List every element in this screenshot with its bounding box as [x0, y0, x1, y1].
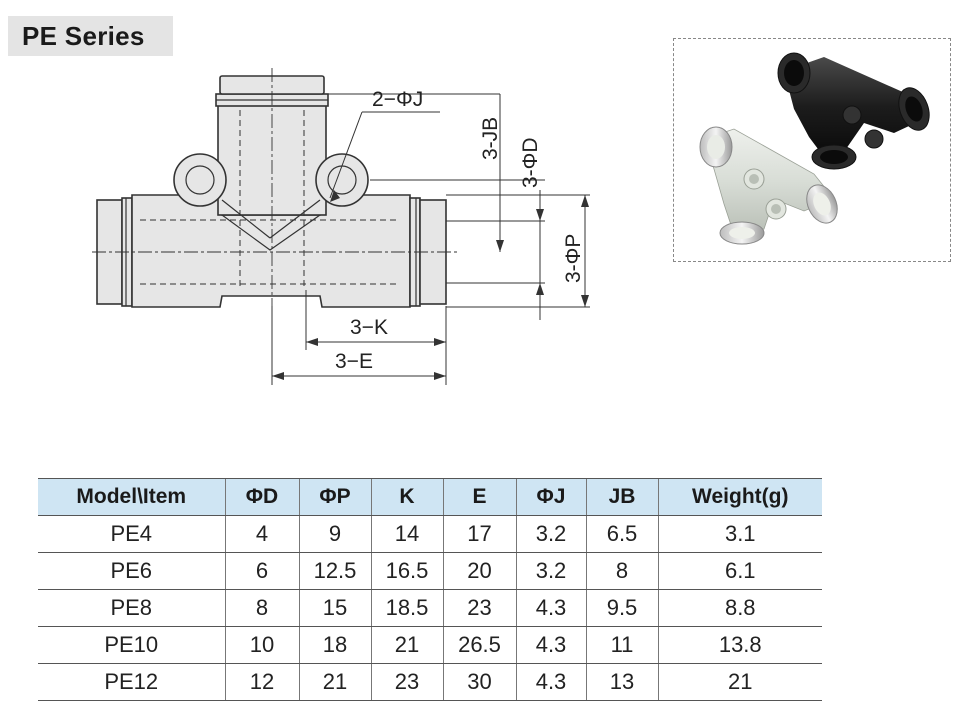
left-mount-lug	[173, 153, 227, 207]
cell-model: PE10	[38, 626, 225, 664]
cell-k: 23	[370, 663, 443, 701]
header-jb: JB	[585, 478, 658, 516]
cell-d: 6	[224, 552, 299, 590]
cell-weight: 21	[657, 663, 822, 701]
cell-e: 30	[442, 663, 516, 701]
cell-p: 18	[298, 626, 371, 664]
header-d: ΦD	[224, 478, 299, 516]
cell-d: 4	[224, 515, 299, 553]
cell-k: 14	[370, 515, 443, 553]
cell-jb: 9.5	[585, 589, 658, 627]
header-e: E	[442, 478, 516, 516]
cell-d: 10	[224, 626, 299, 664]
label-p: 3-ΦP	[562, 234, 585, 283]
cell-e: 26.5	[442, 626, 516, 664]
cell-jb: 8	[585, 552, 658, 590]
cell-k: 21	[370, 626, 443, 664]
label-k: 3−K	[350, 316, 388, 339]
cell-jb: 13	[585, 663, 658, 701]
cell-jb: 6.5	[585, 515, 658, 553]
label-e: 3−E	[335, 350, 373, 373]
fitting-technical-drawing: 2−ΦJ 3-JB 3-ΦD 3-ΦP 3−K 3−E	[92, 68, 590, 385]
cell-e: 23	[442, 589, 516, 627]
cell-model: PE4	[38, 515, 225, 553]
cell-k: 18.5	[370, 589, 443, 627]
tee-fitting-photo	[699, 52, 930, 245]
cell-e: 20	[442, 552, 516, 590]
cell-p: 9	[298, 515, 371, 553]
header-weight: Weight(g)	[657, 478, 822, 516]
label-j: 2−ΦJ	[372, 88, 423, 111]
cell-k: 16.5	[370, 552, 443, 590]
cell-d: 8	[224, 589, 299, 627]
cell-j: 4.3	[515, 663, 586, 701]
label-d: 3-ΦD	[519, 137, 542, 188]
cell-weight: 6.1	[657, 552, 822, 590]
cell-p: 15	[298, 589, 371, 627]
table-row: PE10 10 18 21 26.5 4.3 11 13.8	[38, 626, 822, 664]
cell-jb: 11	[585, 626, 658, 664]
cell-j: 4.3	[515, 626, 586, 664]
cell-j: 3.2	[515, 552, 586, 590]
product-photo-frame	[673, 38, 951, 262]
specification-table: Model\Item ΦD ΦP K E ΦJ JB Weight(g) PE4…	[38, 478, 822, 701]
header-p: ΦP	[298, 478, 371, 516]
cell-model: PE8	[38, 589, 225, 627]
cell-j: 4.3	[515, 589, 586, 627]
cell-model: PE6	[38, 552, 225, 590]
cell-model: PE12	[38, 663, 225, 701]
cell-weight: 8.8	[657, 589, 822, 627]
cell-weight: 13.8	[657, 626, 822, 664]
gray-tee-fitting	[699, 126, 838, 245]
series-title: PE Series	[8, 16, 173, 56]
cell-j: 3.2	[515, 515, 586, 553]
cell-e: 17	[442, 515, 516, 553]
label-jb: 3-JB	[479, 117, 502, 160]
black-tee-fitting	[777, 52, 930, 170]
table-row: PE8 8 15 18.5 23 4.3 9.5 8.8	[38, 589, 822, 627]
table-row: PE6 6 12.5 16.5 20 3.2 8 6.1	[38, 552, 822, 590]
cell-p: 12.5	[298, 552, 371, 590]
table-header-row: Model\Item ΦD ΦP K E ΦJ JB Weight(g)	[38, 478, 822, 516]
cell-d: 12	[224, 663, 299, 701]
cell-p: 21	[298, 663, 371, 701]
header-model: Model\Item	[38, 478, 225, 516]
cell-weight: 3.1	[657, 515, 822, 553]
table-row: PE4 4 9 14 17 3.2 6.5 3.1	[38, 515, 822, 553]
right-mount-lug	[315, 153, 369, 207]
header-k: K	[370, 478, 443, 516]
table-row: PE12 12 21 23 30 4.3 13 21	[38, 663, 822, 701]
header-j: ΦJ	[515, 478, 586, 516]
